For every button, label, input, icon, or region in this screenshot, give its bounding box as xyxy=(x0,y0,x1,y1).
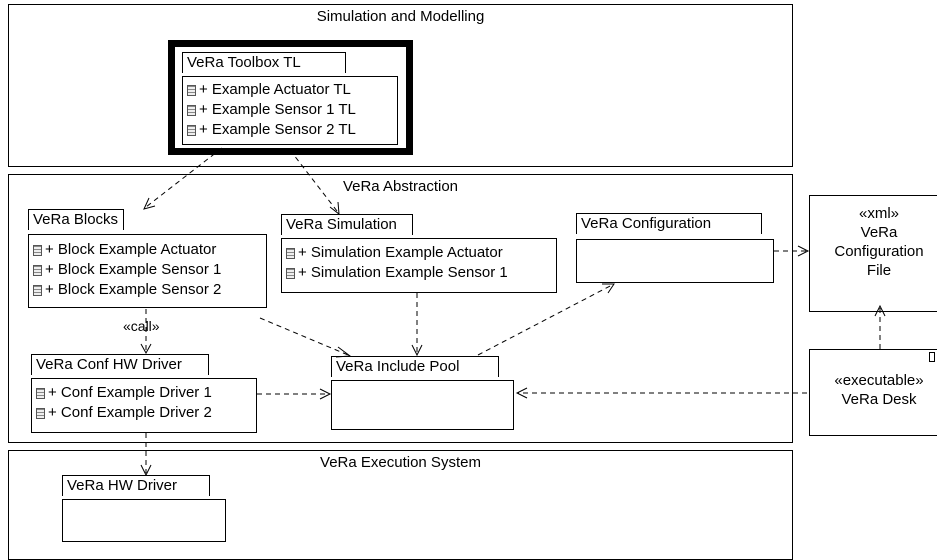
blocks-item-1: + Block Example Sensor 1 xyxy=(45,261,222,278)
class-member-icon xyxy=(33,244,42,256)
class-member-icon xyxy=(187,104,196,116)
class-member-icon xyxy=(187,124,196,136)
include-pool-title: VeRa Include Pool xyxy=(331,356,499,377)
desk-name: VeRa Desk xyxy=(841,391,917,408)
list-item: + Example Sensor 2 TL xyxy=(183,120,397,140)
class-member-icon xyxy=(286,267,295,279)
hw-driver-title: VeRa HW Driver xyxy=(62,475,210,496)
configuration-body xyxy=(576,239,774,283)
execution-system-title: VeRa Execution System xyxy=(320,454,481,471)
simulation-body: + Simulation Example Actuator + Simulati… xyxy=(281,238,557,293)
list-item: + Example Sensor 1 TL xyxy=(183,100,397,120)
include-pool-body xyxy=(331,380,514,430)
toolbox-body: + Example Actuator TL + Example Sensor 1… xyxy=(182,76,398,145)
toolbox-title: VeRa Toolbox TL xyxy=(182,52,346,73)
abstraction-title: VeRa Abstraction xyxy=(342,178,459,195)
dep-toolbox-simulation xyxy=(289,149,338,212)
list-item: + Conf Example Driver 2 xyxy=(32,403,256,423)
toolbox-item-2: + Example Sensor 2 TL xyxy=(199,121,356,138)
blocks-item-0: + Block Example Actuator xyxy=(45,241,217,258)
class-member-icon xyxy=(33,264,42,276)
call-label: «call» xyxy=(123,318,160,334)
list-item: + Block Example Sensor 1 xyxy=(29,260,266,280)
conf-hw-driver-body: + Conf Example Driver 1 + Conf Example D… xyxy=(31,378,257,433)
list-item: + Block Example Actuator xyxy=(29,240,266,260)
list-item: + Simulation Example Actuator xyxy=(282,243,556,263)
toolbox-item-0: + Example Actuator TL xyxy=(199,81,351,98)
config-file-artifact[interactable]: «xml» VeRa Configuration File xyxy=(809,195,937,312)
list-item: + Block Example Sensor 2 xyxy=(29,280,266,300)
toolbox-item-1: + Example Sensor 1 TL xyxy=(199,101,356,118)
list-item: + Conf Example Driver 1 xyxy=(32,383,256,403)
dep-include-configuration xyxy=(477,284,613,356)
list-item: + Example Actuator TL xyxy=(183,80,397,100)
conf-hw-driver-item-0: + Conf Example Driver 1 xyxy=(48,384,212,401)
config-file-stereotype: «xml» xyxy=(858,205,899,222)
toolbox-highlight-border xyxy=(168,40,413,155)
config-file-line2: Configuration xyxy=(834,243,924,260)
simulation-item-0: + Simulation Example Actuator xyxy=(298,244,503,261)
list-item: + Simulation Example Sensor 1 xyxy=(282,263,556,283)
dep-toolbox-blocks xyxy=(145,147,223,208)
class-member-icon xyxy=(187,84,196,96)
desk-stereotype: «executable» xyxy=(834,372,924,389)
simulation-modelling-frame: Simulation and Modelling xyxy=(8,4,793,167)
class-member-icon xyxy=(33,284,42,296)
configuration-title: VeRa Configuration xyxy=(576,213,762,234)
blocks-item-2: + Block Example Sensor 2 xyxy=(45,281,222,298)
conf-hw-driver-item-1: + Conf Example Driver 2 xyxy=(48,404,212,421)
dep-blocks-include xyxy=(259,317,349,356)
conf-hw-driver-title: VeRa Conf HW Driver xyxy=(31,354,209,375)
hw-driver-body xyxy=(62,499,226,542)
blocks-body: + Block Example Actuator + Block Example… xyxy=(28,234,267,308)
component-icon xyxy=(929,352,935,362)
simulation-item-1: + Simulation Example Sensor 1 xyxy=(298,264,508,281)
class-member-icon xyxy=(36,407,45,419)
class-member-icon xyxy=(36,387,45,399)
blocks-title: VeRa Blocks xyxy=(28,209,124,230)
config-file-line1: VeRa xyxy=(860,224,898,241)
class-member-icon xyxy=(286,247,295,259)
simulation-title: VeRa Simulation xyxy=(281,214,413,235)
config-file-line3: File xyxy=(866,262,892,279)
desk-component[interactable]: «executable» VeRa Desk xyxy=(809,349,937,436)
simulation-modelling-title: Simulation and Modelling xyxy=(316,8,485,25)
